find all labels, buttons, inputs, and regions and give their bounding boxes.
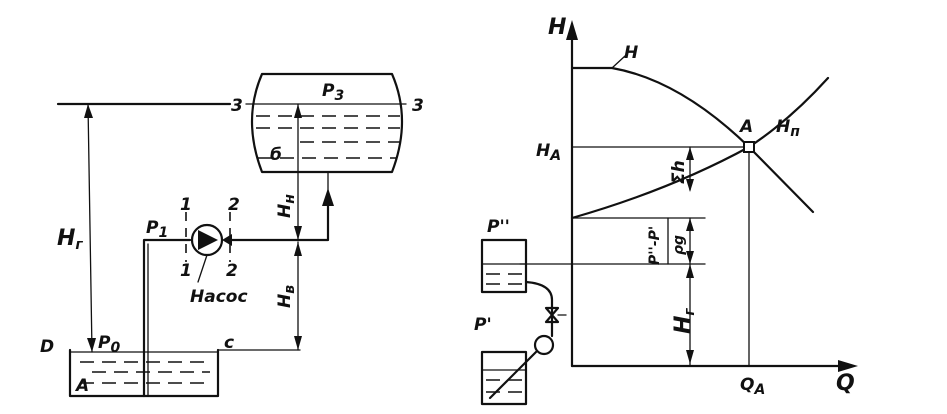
sum-h-label: Σh	[669, 160, 689, 184]
dp-frac-top: P''-P'	[647, 226, 663, 265]
right-pipe-upper	[524, 280, 554, 338]
hg-right-label: Hг	[671, 308, 698, 334]
p-upper-label: P''	[487, 217, 510, 237]
point-d-label: D	[40, 337, 54, 357]
point-b-label: б	[270, 145, 282, 165]
pump-label: Насос	[190, 287, 248, 307]
hn-label: Hн	[275, 194, 298, 218]
sec3-right-label: 3	[412, 96, 424, 116]
suction-pipe	[142, 238, 192, 398]
point-a-label: A	[74, 376, 89, 396]
sec2-top-label: 2	[228, 195, 240, 215]
hg-right-arrow-bottom	[686, 350, 694, 364]
p1-label: P1	[146, 218, 168, 241]
network-curve-hp	[570, 76, 830, 220]
pump-impeller-icon	[198, 230, 218, 250]
p3-label: P3	[322, 81, 344, 104]
upper-tank	[250, 72, 404, 174]
ha-label: HA	[536, 141, 561, 164]
hv-arrow-top	[294, 242, 302, 256]
reservoir-p-upper	[480, 238, 528, 294]
dp-frac-bot: ρg	[671, 235, 687, 255]
dp-arrow-bottom	[686, 251, 694, 264]
small-pump-icon	[533, 334, 555, 356]
point-a-label-right: A	[738, 117, 753, 137]
operating-point-a	[743, 141, 755, 153]
hg-right-arrow-top	[686, 264, 694, 278]
hg-arrow-bottom	[87, 338, 96, 352]
right-pipe-lower	[488, 350, 538, 400]
sum-h-arrow-bottom	[686, 179, 694, 192]
hg-dimension-line	[87, 103, 93, 353]
qa-label: QA	[740, 375, 765, 398]
pump-curve-h	[570, 66, 815, 214]
point-c-label: c	[224, 333, 234, 353]
hv-label: Hв	[275, 285, 298, 308]
delivery-arrow	[322, 188, 334, 206]
axis-h-arrow	[566, 20, 578, 40]
axis-q-arrow	[838, 360, 858, 372]
hg-label: Hг	[57, 226, 83, 253]
curve-h-leader	[611, 55, 626, 69]
sum-h-arrow-top	[686, 147, 694, 160]
axis-h-label: H	[548, 15, 566, 40]
curve-h-label: H	[624, 43, 638, 63]
left-schematic: Hг A D c P0 P1 1 1 Насос 2 2	[40, 72, 424, 398]
p-lower-label: P'	[474, 315, 492, 335]
hn-arrow-top	[294, 104, 302, 118]
axis-q-label: Q	[836, 371, 855, 396]
curve-hp-label: Hп	[776, 117, 800, 140]
sec1-bot-label: 1	[180, 261, 192, 281]
pump-leader-line	[197, 254, 208, 283]
hv-arrow-bottom	[294, 336, 302, 350]
p0-label: P0	[98, 333, 120, 356]
reservoir-p-lower	[480, 350, 528, 406]
sec1-top-label: 1	[180, 195, 192, 215]
delivery-pipe	[230, 194, 330, 242]
sec3-left-label: 3	[231, 96, 243, 116]
dp-arrow-top	[686, 218, 694, 231]
hg-arrow-top	[84, 104, 93, 118]
hn-arrow-bottom	[294, 226, 302, 240]
sec2-bot-label: 2	[226, 261, 238, 281]
right-chart: H Q H Hп A HA QA Σh P''-P' ρg	[474, 15, 858, 406]
valve-icon	[544, 306, 560, 324]
